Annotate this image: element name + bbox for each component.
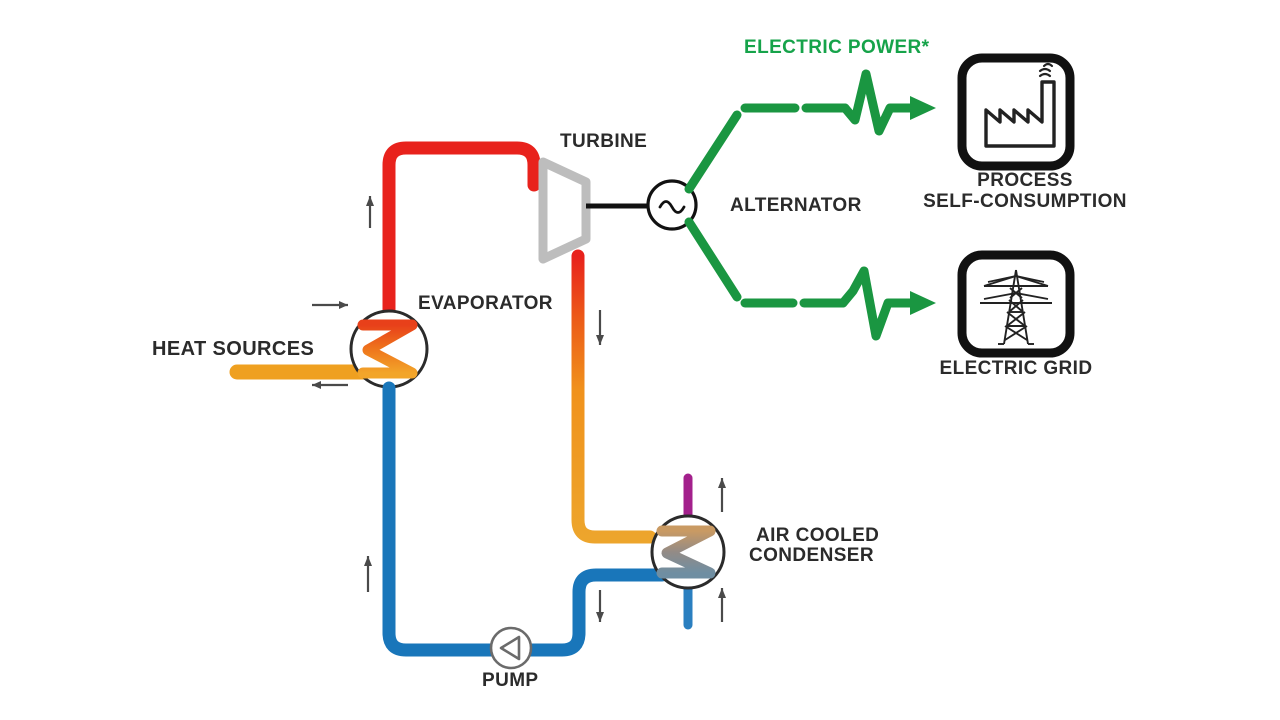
condensate-down-arrow bbox=[596, 590, 604, 622]
evaporator-symbol bbox=[349, 309, 429, 389]
electric-power-label: ELECTRIC POWER* bbox=[744, 37, 930, 58]
factory-icon bbox=[957, 53, 1075, 171]
process-label-line1: PROCESS bbox=[977, 170, 1073, 191]
heat-sources-label: HEAT SOURCES bbox=[152, 338, 315, 360]
turbine-label: TURBINE bbox=[560, 131, 648, 152]
alternator-label: ALTERNATOR bbox=[730, 195, 862, 216]
downcomer-arrow bbox=[596, 310, 604, 345]
pump-symbol bbox=[489, 626, 533, 670]
riser-arrow bbox=[364, 556, 372, 592]
air-in-arrow bbox=[718, 588, 726, 622]
pump-discharge-riser-pipe bbox=[382, 381, 499, 657]
heat-source-inlet-arrow bbox=[312, 301, 348, 309]
evaporator-label: EVAPORATOR bbox=[418, 293, 553, 314]
air-out-arrow bbox=[718, 478, 726, 512]
electric-power-to-grid-arrow bbox=[684, 217, 936, 341]
air-cooled-condenser-label-line2: CONDENSER bbox=[749, 545, 875, 566]
pump-label: PUMP bbox=[482, 670, 539, 691]
condensate-to-pump-pipe bbox=[523, 568, 669, 657]
working-fluid-vapor-riser-pipe bbox=[382, 141, 541, 357]
turbine-body bbox=[538, 157, 591, 264]
electric-grid-label: ELECTRIC GRID bbox=[939, 358, 1093, 379]
alternator-symbol bbox=[646, 179, 698, 231]
condenser-symbol bbox=[650, 514, 726, 590]
electric-power-to-process-arrow bbox=[684, 69, 936, 194]
vapor-riser-arrow bbox=[366, 196, 374, 228]
air-cooled-condenser-label-line1: AIR COOLED bbox=[756, 525, 880, 546]
turbine-exhaust-downcomer-pipe bbox=[571, 249, 667, 544]
heat-source-return-arrow bbox=[312, 381, 348, 389]
process-label-line2: SELF-CONSUMPTION bbox=[923, 191, 1127, 212]
transmission-tower-icon bbox=[957, 250, 1075, 358]
